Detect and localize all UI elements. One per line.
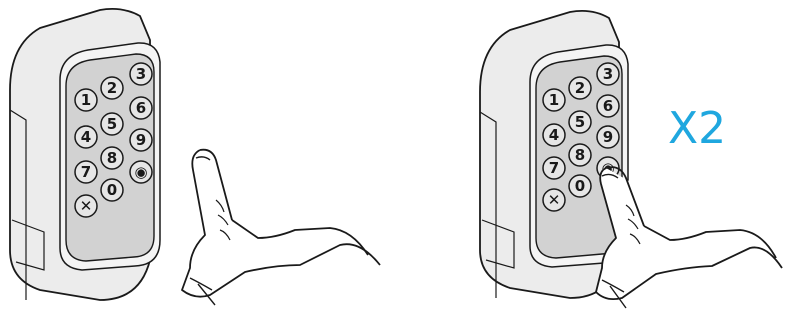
scene-double-press: 1 2 3 4 5 6 7 8 9 ✕ 0 ◉ — [394, 0, 788, 321]
scene-before-press: 1 2 3 4 5 6 7 8 9 ✕ 0 ◉ — [0, 0, 394, 321]
pointing-hand-icon — [0, 0, 394, 321]
press-count-label: X2 — [668, 104, 726, 154]
pointing-hand-icon — [394, 0, 788, 321]
